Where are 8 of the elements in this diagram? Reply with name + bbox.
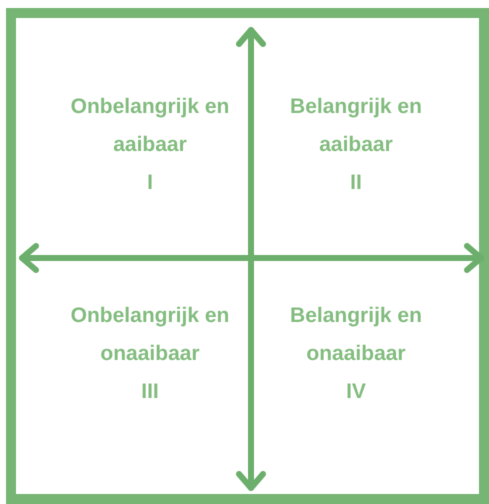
quadrant-number: III <box>141 379 159 405</box>
quadrant-number: II <box>350 170 362 196</box>
quadrant-label: Onbelangrijk en aaibaar <box>70 94 230 158</box>
quadrant-number: IV <box>346 379 366 405</box>
quadrant-label: Onbelangrijk en onaaibaar <box>70 303 230 367</box>
quadrant-number: I <box>147 170 153 196</box>
quadrant-label: Belangrijk en aaibaar <box>289 94 423 158</box>
quadrant-label: Belangrijk en onaaibaar <box>289 303 423 367</box>
